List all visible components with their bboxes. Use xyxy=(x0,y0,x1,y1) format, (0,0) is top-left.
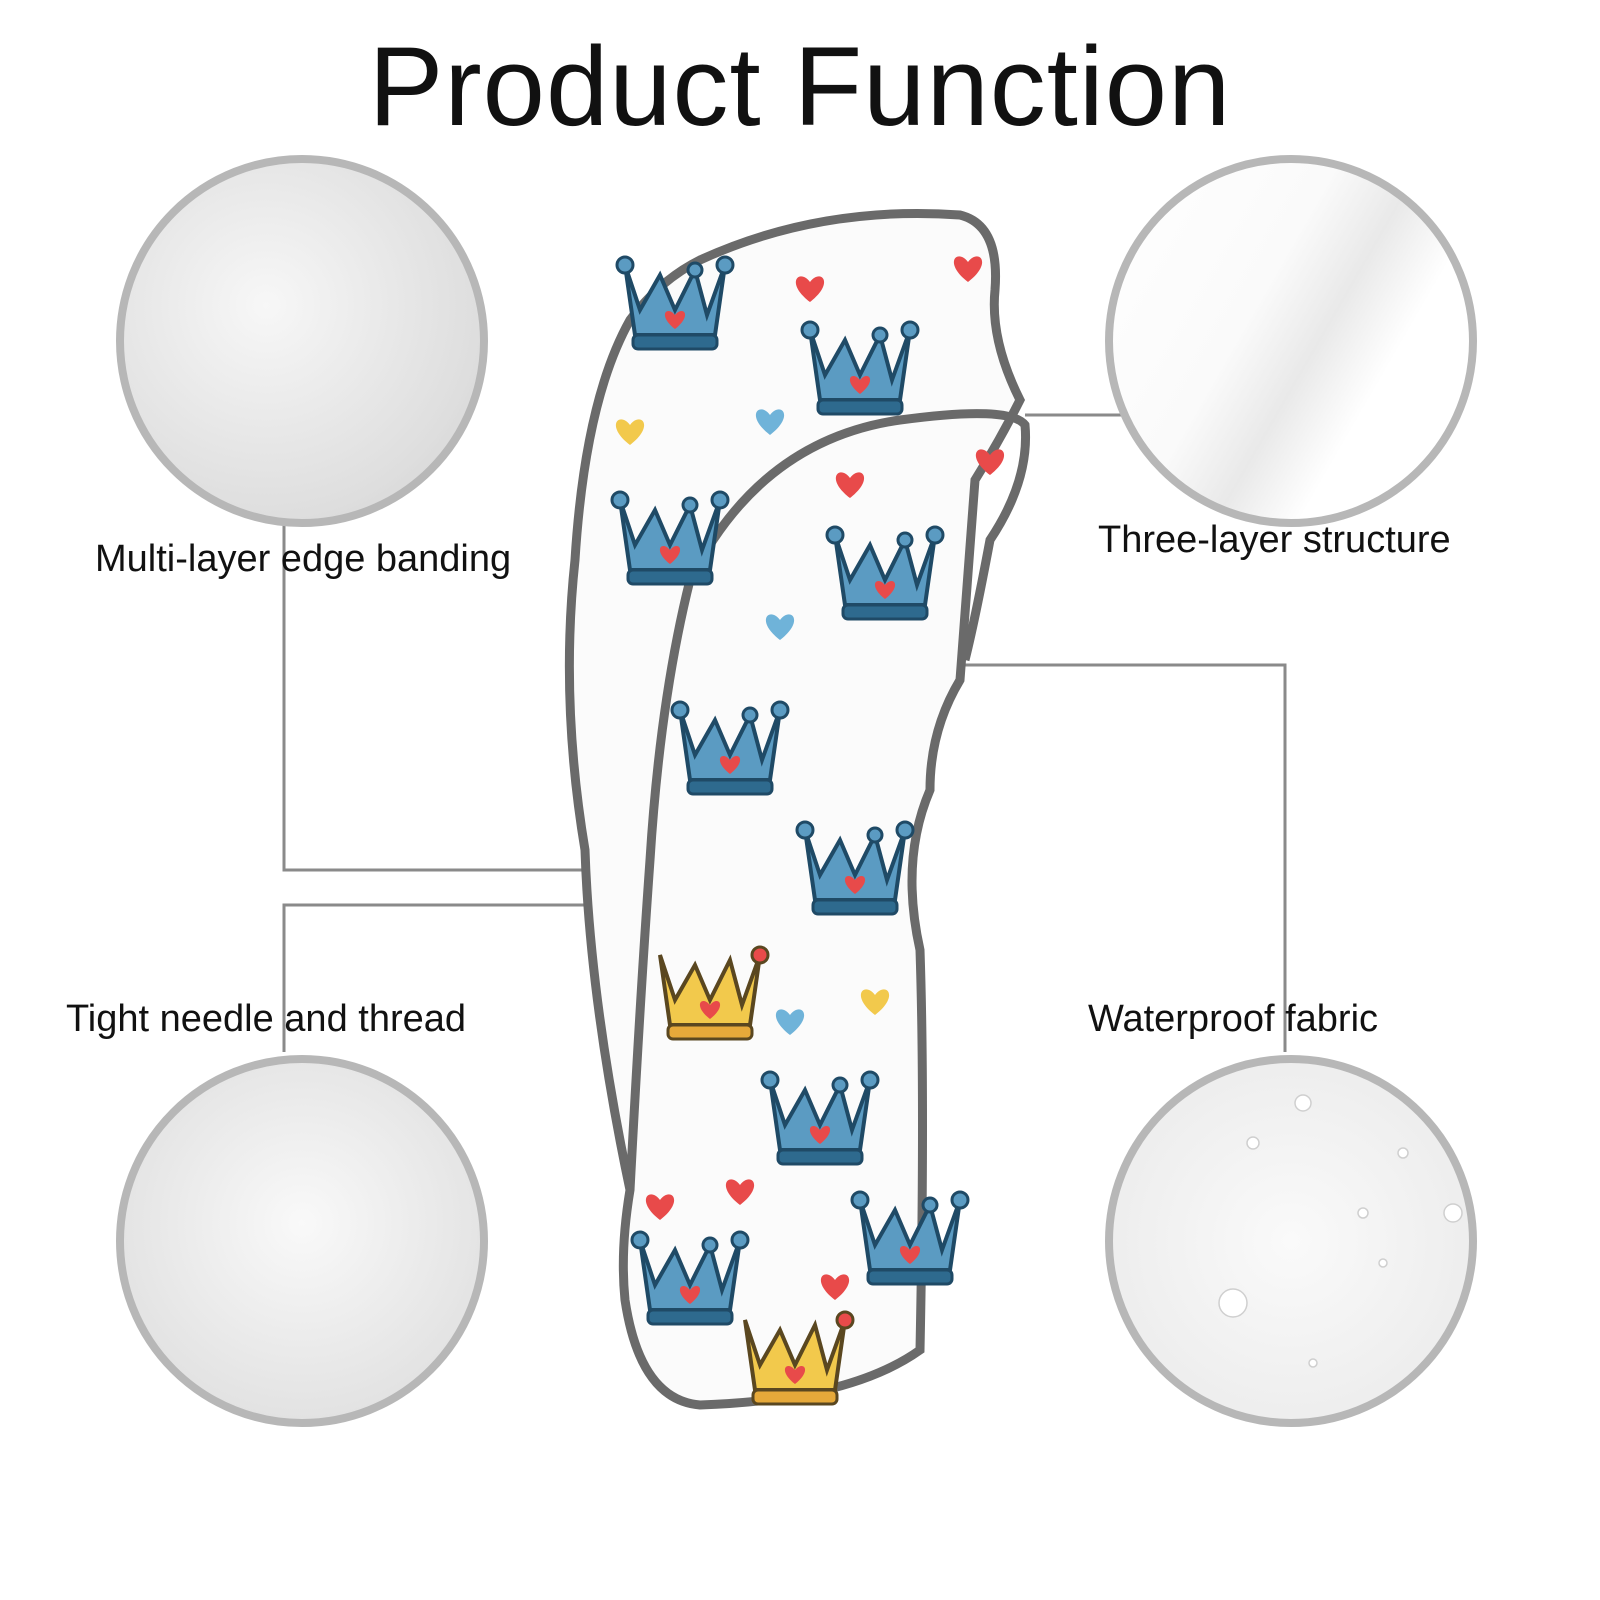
feature-label-three-layer: Three-layer structure xyxy=(1098,519,1451,561)
page-title: Product Function xyxy=(368,24,1232,149)
feature-label-needle-thread: Tight needle and thread xyxy=(66,998,467,1040)
detail-waterproof-image xyxy=(1105,1055,1477,1427)
detail-edge-banding-image xyxy=(116,155,488,527)
water-droplets xyxy=(1218,1094,1463,1368)
feature-label-edge-banding: Multi-layer edge banding xyxy=(95,538,512,580)
feature-label-waterproof: Waterproof fabric xyxy=(1088,998,1379,1040)
detail-three-layer-image xyxy=(1105,155,1477,527)
detail-needle-thread-image xyxy=(116,1055,488,1427)
